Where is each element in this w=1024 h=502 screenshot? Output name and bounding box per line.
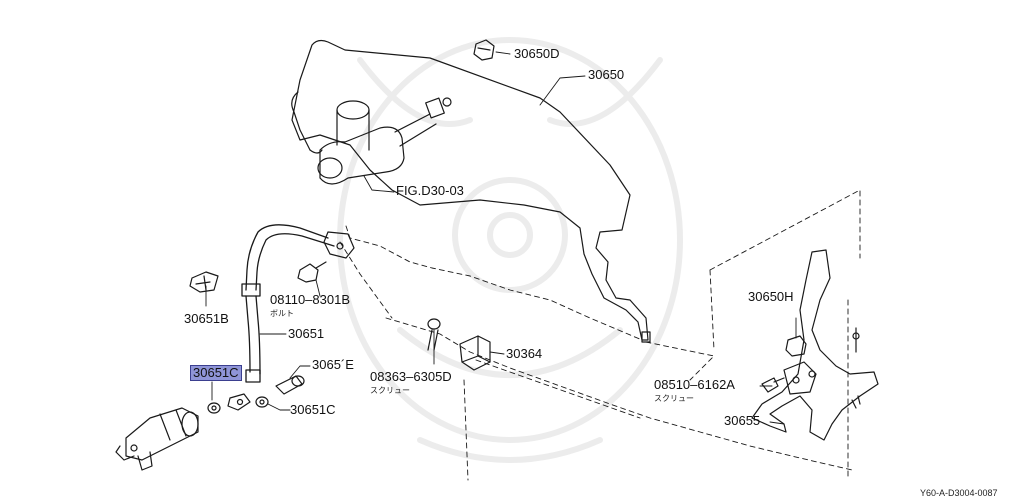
label-08110-8301b[interactable]: 08110–8301B	[270, 292, 351, 307]
pin-right[interactable]	[851, 327, 861, 409]
clutch-pedal-bracket[interactable]	[751, 249, 879, 441]
label-30655[interactable]: 30655	[724, 413, 761, 428]
clutch-line-hose[interactable]	[241, 224, 335, 383]
clutch-release-cylinder[interactable]	[115, 407, 199, 471]
clutch-master-cylinder[interactable]	[309, 97, 452, 185]
label-30650d[interactable]: 30650D	[514, 46, 560, 61]
label-30651c[interactable]: 30651C	[290, 402, 336, 417]
label-screw-jp-2: スクリュー	[654, 394, 694, 403]
label-30650h[interactable]: 30650H	[748, 289, 794, 304]
label-30651[interactable]: 30651	[288, 326, 325, 341]
banjo-bolt[interactable]	[275, 375, 305, 395]
label-screw-jp-1: スクリュー	[370, 386, 410, 395]
label-30364[interactable]: 30364	[506, 346, 543, 361]
washer-right[interactable]	[255, 396, 269, 408]
screw-08510[interactable]	[761, 377, 785, 393]
label-bolt-jp: ボルト	[270, 309, 294, 318]
reference-boundary	[339, 189, 861, 481]
label-fig-d30-03[interactable]: FIG.D30-03	[396, 183, 464, 198]
damper-block-30364[interactable]	[459, 335, 491, 371]
bolt-30650h[interactable]	[785, 335, 807, 357]
diagram-code: Y60-A-D3004-0087	[920, 488, 998, 498]
label-30650[interactable]: 30650	[588, 67, 625, 82]
watermark-emblem	[337, 37, 683, 463]
label-08363-6305d[interactable]: 08363–6305D	[370, 369, 452, 384]
reservoir-clip[interactable]	[473, 39, 495, 61]
label-30651b[interactable]: 30651B	[184, 311, 229, 326]
leader-lines	[205, 51, 797, 425]
clip-30651b[interactable]	[189, 271, 219, 293]
label-3065e[interactable]: 3065´E	[312, 357, 354, 372]
washer-left[interactable]	[207, 402, 221, 414]
bolt-08110[interactable]	[297, 261, 327, 283]
banjo-fitting[interactable]	[227, 393, 251, 411]
label-30651c-highlighted[interactable]: 30651C	[190, 365, 242, 381]
label-08510-6162a[interactable]: 08510–6162A	[654, 377, 735, 392]
